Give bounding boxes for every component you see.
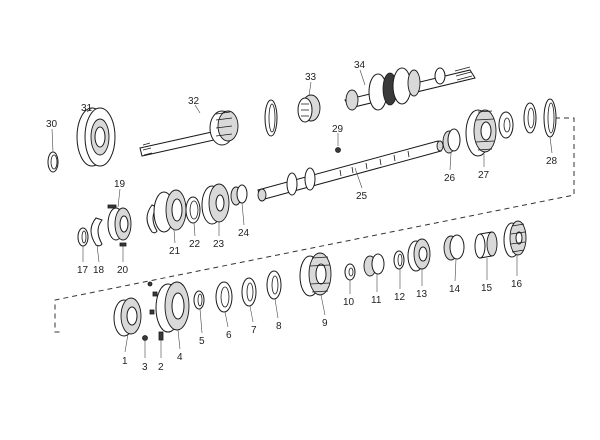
part-20-key <box>119 242 127 247</box>
callout-4: 4 <box>177 352 183 363</box>
callout-26: 26 <box>444 173 456 184</box>
callout-7: 7 <box>251 325 257 336</box>
part-13-bearing <box>407 238 431 272</box>
part-11-needle-bearing <box>363 253 385 277</box>
callout-17: 17 <box>77 265 89 276</box>
callout-9: 9 <box>322 318 328 329</box>
part-25-countershaft <box>257 140 444 202</box>
callout-16: 16 <box>511 279 523 290</box>
callout-13: 13 <box>416 289 428 300</box>
part-10-washer <box>344 263 356 281</box>
part-7-synchro-ring <box>241 277 257 307</box>
part-24-bushing <box>230 184 248 206</box>
part-6-synchro-ring <box>215 281 233 313</box>
callout-19: 19 <box>114 179 126 190</box>
washer-upper-right-b <box>523 102 537 134</box>
part-18-snap-ring <box>90 217 103 247</box>
part-2-spring <box>149 291 164 341</box>
callout-8: 8 <box>276 321 282 332</box>
part-17-ring <box>77 227 89 247</box>
part-9-gear <box>299 252 332 297</box>
callout-30: 30 <box>46 119 58 130</box>
part-23-gear <box>201 183 230 225</box>
part-27-gear <box>465 109 497 157</box>
callout-15: 15 <box>481 283 493 294</box>
part-15-bushing <box>474 231 498 259</box>
callout-1: 1 <box>122 356 128 367</box>
part-8-synchro-ring <box>266 270 282 300</box>
callout-23: 23 <box>213 239 225 250</box>
callout-32: 32 <box>188 96 200 107</box>
snap-ring-upper <box>264 99 278 137</box>
part-19-synchro-hub <box>107 204 132 241</box>
part-5-ring <box>193 290 205 310</box>
callout-24: 24 <box>238 228 250 239</box>
leader-lines <box>51 69 553 358</box>
snap-ring-left-21 <box>146 204 158 234</box>
part-3-ball <box>142 281 153 341</box>
callout-21: 21 <box>169 246 181 257</box>
part-31-bearing <box>76 107 116 167</box>
part-34-mainshaft-assembly <box>344 66 476 111</box>
part-29-pin <box>335 147 341 153</box>
callout-10: 10 <box>343 297 355 308</box>
washer-upper-right-a <box>498 111 514 139</box>
part-14-bearing <box>443 234 465 261</box>
assembly-boundary-dashed <box>54 117 575 333</box>
part-16-gear <box>503 220 527 258</box>
callout-11: 11 <box>371 295 382 306</box>
part-28-snap-ring <box>543 98 557 138</box>
callout-6: 6 <box>226 330 232 341</box>
callout-5: 5 <box>199 336 205 347</box>
part-22-ring <box>185 196 201 224</box>
part-33-synchro-sleeve <box>297 94 321 123</box>
callout-33: 33 <box>305 72 317 83</box>
part-30-snap-ring <box>47 151 59 173</box>
callout-14: 14 <box>449 284 461 295</box>
part-1-bearing <box>113 297 142 337</box>
callout-28: 28 <box>546 156 558 167</box>
part-26-bearing <box>442 128 461 154</box>
callout-12: 12 <box>394 292 406 303</box>
callout-3: 3 <box>142 362 148 373</box>
callout-20: 20 <box>117 265 129 276</box>
part-12-ring <box>393 250 405 270</box>
part-21-synchro-sleeve <box>153 189 187 233</box>
part-4-synchro-sleeve <box>155 281 190 333</box>
callout-34: 34 <box>354 60 366 71</box>
callout-labels: 1 2 3 4 5 6 7 8 9 10 11 12 13 14 15 16 1… <box>46 60 558 373</box>
callout-25: 25 <box>356 191 368 202</box>
callout-22: 22 <box>189 239 201 250</box>
callout-2: 2 <box>158 362 164 373</box>
callout-29: 29 <box>332 124 344 135</box>
part-32-input-shaft <box>139 110 239 157</box>
callout-31: 31 <box>81 103 93 114</box>
callout-27: 27 <box>478 170 490 181</box>
callout-18: 18 <box>93 265 105 276</box>
